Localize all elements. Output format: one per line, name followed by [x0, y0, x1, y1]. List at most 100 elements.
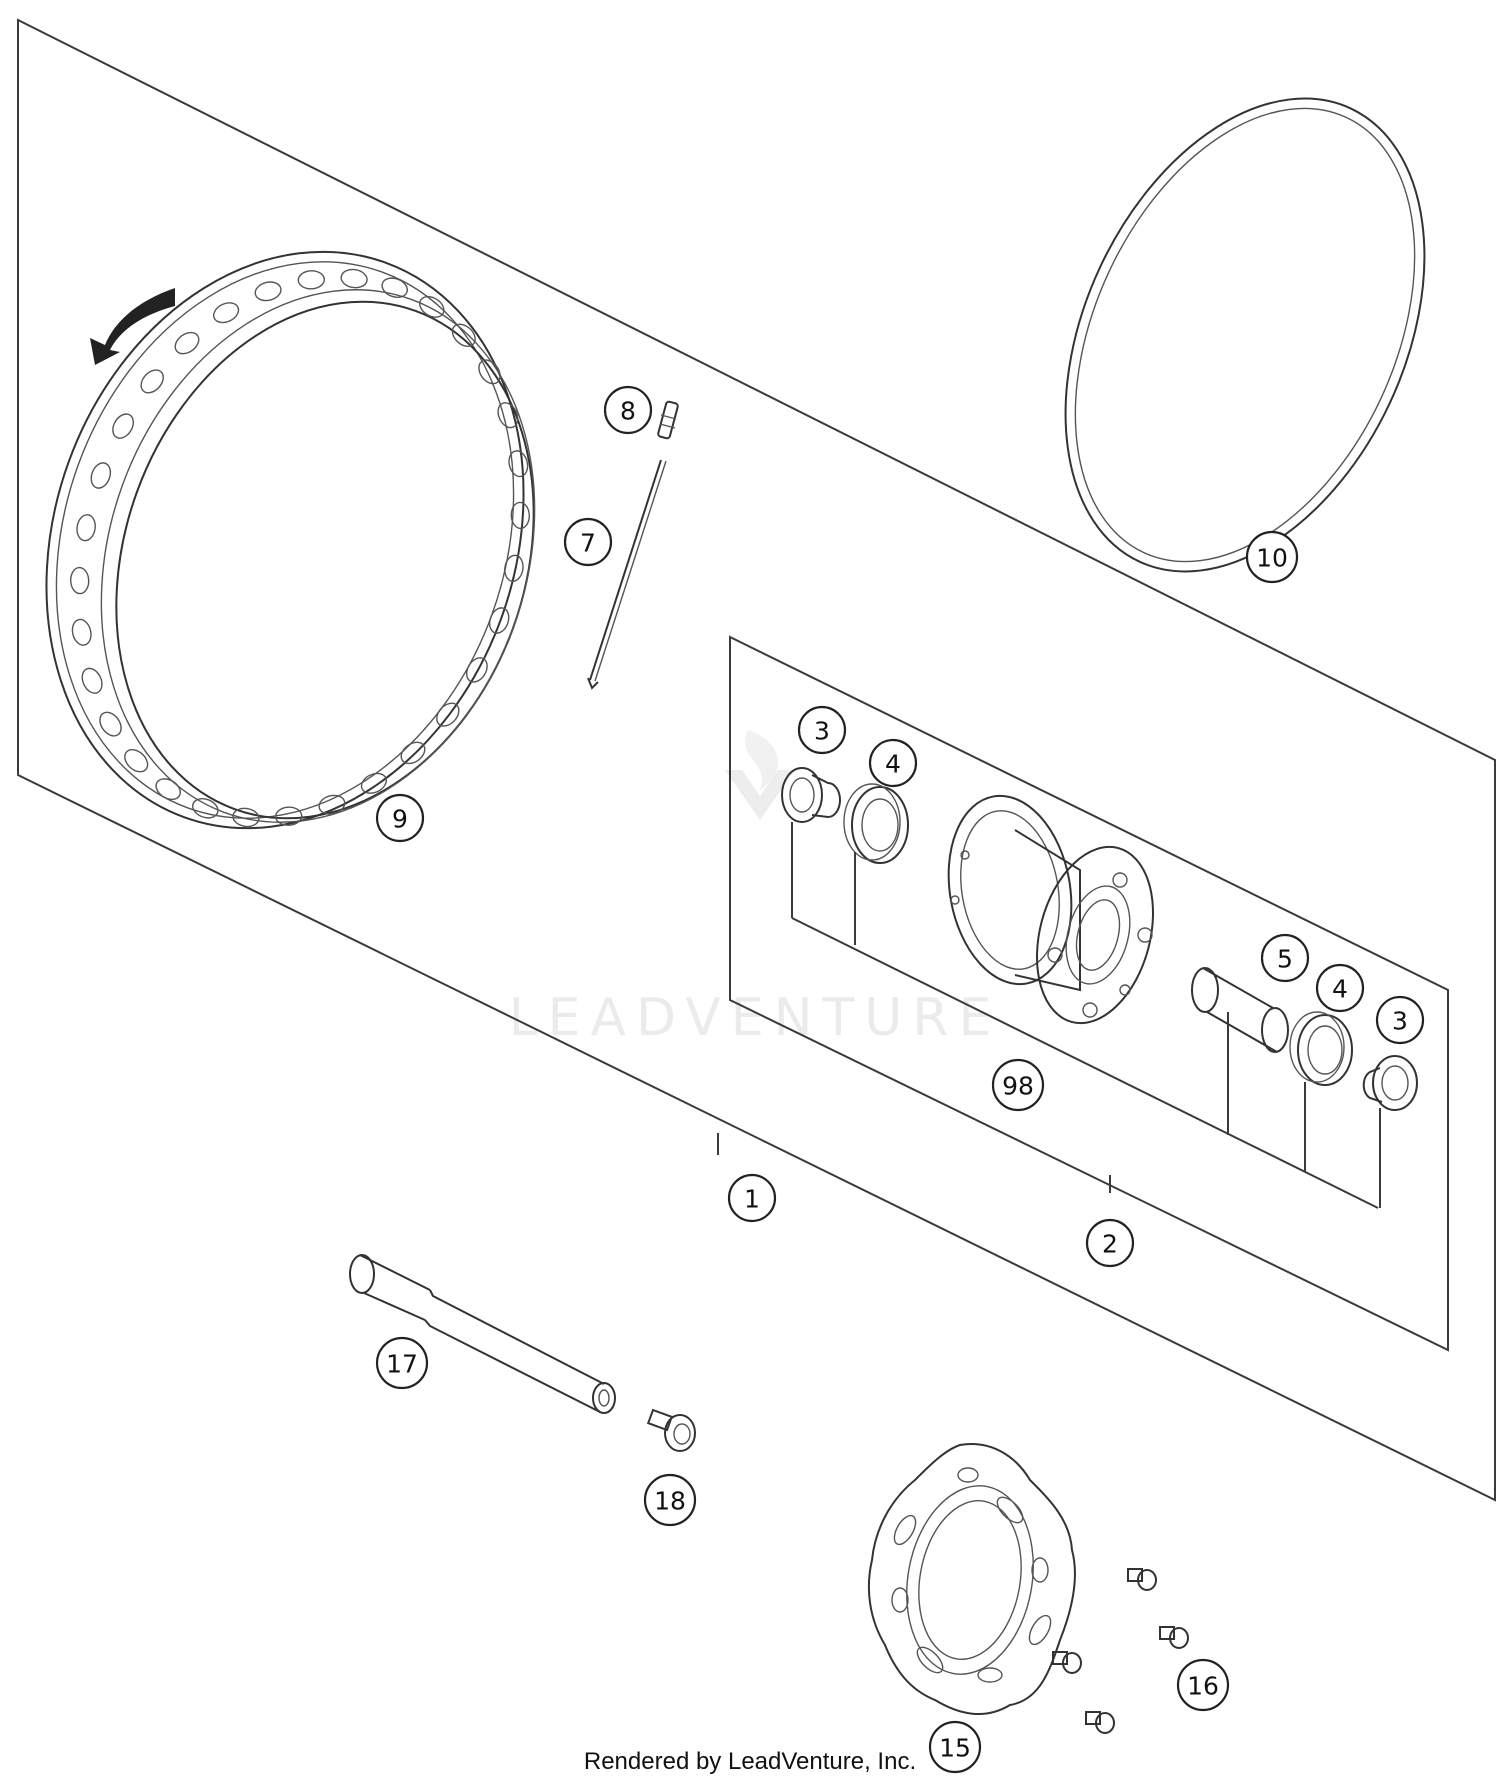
callout-label: 15 [939, 1734, 971, 1763]
callout-8: 8 [603, 385, 653, 435]
spoke-hole [508, 450, 529, 478]
wheel-assembly-panel [17, 18, 1496, 1502]
callout-circle [563, 517, 613, 567]
callout-10: 10 [1245, 530, 1299, 584]
callout-98: 98 [991, 1058, 1045, 1112]
callout-circle [1176, 1658, 1230, 1712]
spoke-hole [504, 554, 524, 582]
spoke-hole [232, 807, 260, 828]
spacer-right-drawing [1362, 1055, 1418, 1111]
callout-label: 1 [744, 1185, 760, 1214]
spoke-hole [69, 566, 90, 595]
leadventure-watermark: LEADVENTURE [509, 730, 1002, 1048]
spoke-hole [174, 331, 200, 355]
callout-5: 5 [1260, 933, 1310, 983]
callout-circle [868, 738, 918, 788]
spacer-left-drawing [781, 767, 841, 823]
spoke-hole [124, 748, 149, 773]
callout-circle [375, 793, 425, 843]
callout-circle [375, 1336, 429, 1390]
callout-label: 18 [654, 1487, 686, 1516]
spoke-hole [112, 413, 135, 439]
callout-label: 98 [1002, 1072, 1034, 1101]
callout-label: 7 [580, 529, 596, 558]
spoke-hole [275, 806, 303, 826]
callout-circle [1315, 963, 1365, 1013]
watermark-text: LEADVENTURE [509, 988, 1002, 1048]
callout-circle [1245, 530, 1299, 584]
callout-circle [928, 1720, 982, 1774]
rim-drawing [45, 250, 536, 830]
spoke-hole [451, 323, 476, 348]
spoke-hole [400, 741, 426, 765]
callout-circle [1375, 995, 1425, 1045]
callout-label: 3 [1392, 1007, 1408, 1036]
hub-drawing [947, 794, 1155, 1025]
callout-9: 9 [375, 793, 425, 843]
callout-circle [603, 385, 653, 435]
callout-circle [1260, 933, 1310, 983]
bearing-left-drawing [843, 783, 909, 864]
spoke-hole [192, 798, 219, 819]
spoke-hole [81, 667, 103, 694]
callout-label: 9 [392, 805, 408, 834]
callout-circle [1085, 1218, 1135, 1268]
disc-bolts-drawing [1052, 1568, 1189, 1734]
callout-7: 7 [563, 517, 613, 567]
footer-credit: Rendered by LeadVenture, Inc. [583, 1748, 917, 1775]
distance-sleeve-drawing [1191, 967, 1289, 1053]
callout-circle [991, 1058, 1045, 1112]
axle-bolt-drawing [646, 1408, 696, 1452]
callout-label: 8 [620, 397, 636, 426]
spoke-hole [99, 711, 122, 737]
hub-assembly-panel [729, 635, 1449, 1352]
spoke-hole [436, 702, 460, 727]
spoke-hole [360, 772, 387, 794]
callout-label: 3 [814, 717, 830, 746]
spoke-hole [381, 277, 408, 298]
callout-label: 17 [386, 1350, 418, 1379]
watermark-flame-icon [745, 730, 778, 790]
spoke-hole [340, 268, 368, 289]
spoke-hole [140, 369, 164, 394]
spoke-hole [90, 462, 112, 489]
brake-disc-drawing [867, 1443, 1076, 1716]
callout-3b: 3 [1375, 995, 1425, 1045]
spoke-hole [510, 501, 531, 530]
callout-2: 2 [1085, 1218, 1135, 1268]
callout-15: 15 [928, 1720, 982, 1774]
callout-label: 10 [1256, 544, 1288, 573]
callout-circle [797, 705, 847, 755]
spoke-hole [254, 281, 282, 302]
callout-label: 4 [885, 750, 901, 779]
rotation-direction-arrow-icon [90, 288, 175, 365]
spoke-hole [488, 607, 510, 634]
callout-18: 18 [643, 1473, 697, 1527]
callout-3a: 3 [797, 705, 847, 755]
rim-band-drawing [1064, 97, 1426, 573]
spoke-hole [213, 302, 240, 324]
callout-label: 5 [1277, 945, 1293, 974]
spoke-hole [497, 402, 519, 429]
callout-circle [727, 1173, 777, 1223]
callout-1: 1 [727, 1173, 777, 1223]
watermark-logo-icon [725, 770, 795, 820]
callout-circle [643, 1473, 697, 1527]
callout-label: 2 [1102, 1230, 1118, 1259]
callout-layer: 1 2 3 3 4 4 5 7 8 9 10 15 16 17 18 98 [375, 385, 1425, 1774]
spoke-hole [76, 514, 96, 542]
callout-label: 4 [1332, 975, 1348, 1004]
callout-4b: 4 [1315, 963, 1365, 1013]
axle-drawing [349, 1254, 616, 1414]
spoke-hole [318, 794, 346, 815]
callout-16: 16 [1176, 1658, 1230, 1712]
spoke-hole [419, 295, 445, 318]
spoke-nipple-drawing [657, 400, 679, 440]
spoke-hole [71, 618, 92, 646]
callout-4a: 4 [868, 738, 918, 788]
bearing-right-drawing [1289, 1011, 1353, 1086]
spoke-drawing [587, 459, 667, 690]
spoke-hole [297, 270, 325, 290]
leader-lines [717, 822, 1381, 1209]
